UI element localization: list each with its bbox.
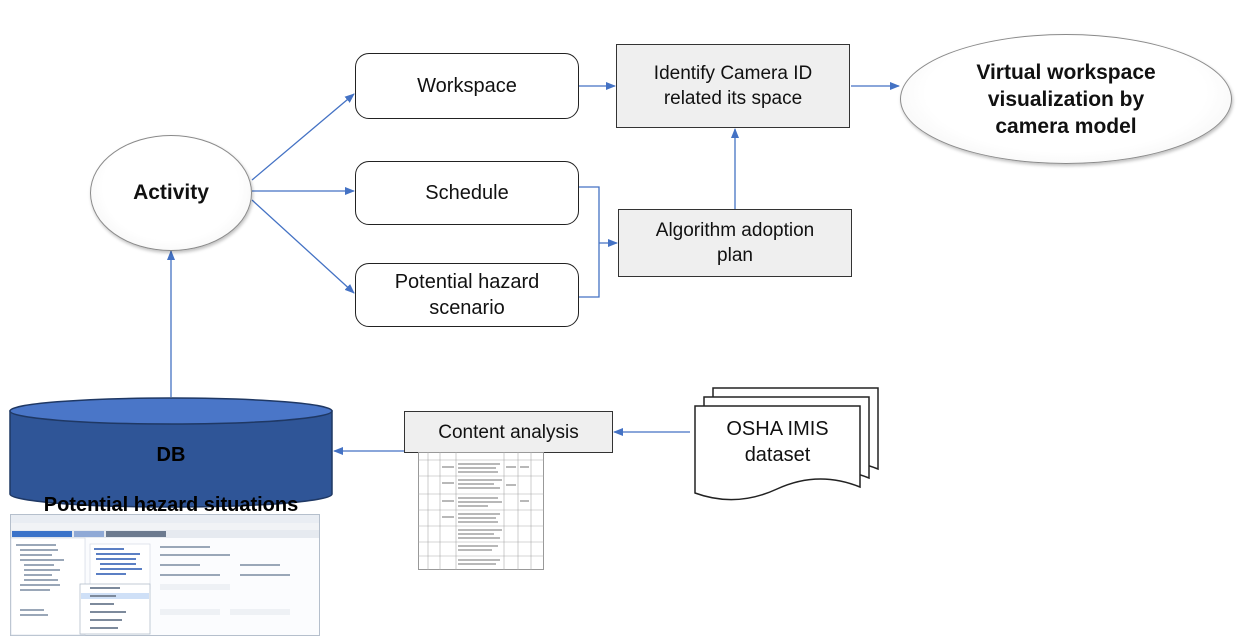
virtual-visualization-node: Virtual workspace visualization by camer… <box>900 34 1232 164</box>
workspace-node: Workspace <box>355 53 579 119</box>
database-cylinder <box>9 397 333 508</box>
algorithm-plan-node: Algorithm adoption plan <box>618 209 852 277</box>
db-top <box>9 397 333 425</box>
activity-label: Activity <box>133 181 209 204</box>
osha-dataset-label: OSHA IMIS dataset <box>726 418 829 466</box>
dataset-table-thumbnail <box>418 452 544 570</box>
arrow-activity-to-hazard-scenario <box>251 199 355 294</box>
hazard-scenario-label: Potential hazard scenario <box>394 271 540 319</box>
document-stack-icon <box>694 387 879 501</box>
schedule-node: Schedule <box>355 161 579 225</box>
workspace-label: Workspace <box>417 75 517 97</box>
db-body <box>9 410 333 508</box>
algorithm-plan-label: Algorithm adoption plan <box>655 220 815 266</box>
document-front <box>694 405 861 501</box>
hazard-scenario-node: Potential hazard scenario <box>355 263 579 327</box>
osha-dataset-label-box: OSHA IMIS dataset <box>695 406 860 478</box>
database-software-thumbnail <box>10 514 320 636</box>
arrow-activity-to-workspace <box>251 93 355 181</box>
virtual-visualization-label: Virtual workspace visualization by camer… <box>976 60 1156 138</box>
db-title: DB <box>156 444 186 466</box>
content-analysis-label: Content analysis <box>438 421 579 443</box>
content-analysis-node: Content analysis <box>404 411 613 453</box>
arrow-schedule-hazard-to-algorithm <box>579 186 600 298</box>
activity-node: Activity <box>90 135 252 251</box>
identify-camera-label: Identify Camera ID related its space <box>653 63 813 109</box>
schedule-label: Schedule <box>425 182 509 204</box>
identify-camera-node: Identify Camera ID related its space <box>616 44 850 128</box>
